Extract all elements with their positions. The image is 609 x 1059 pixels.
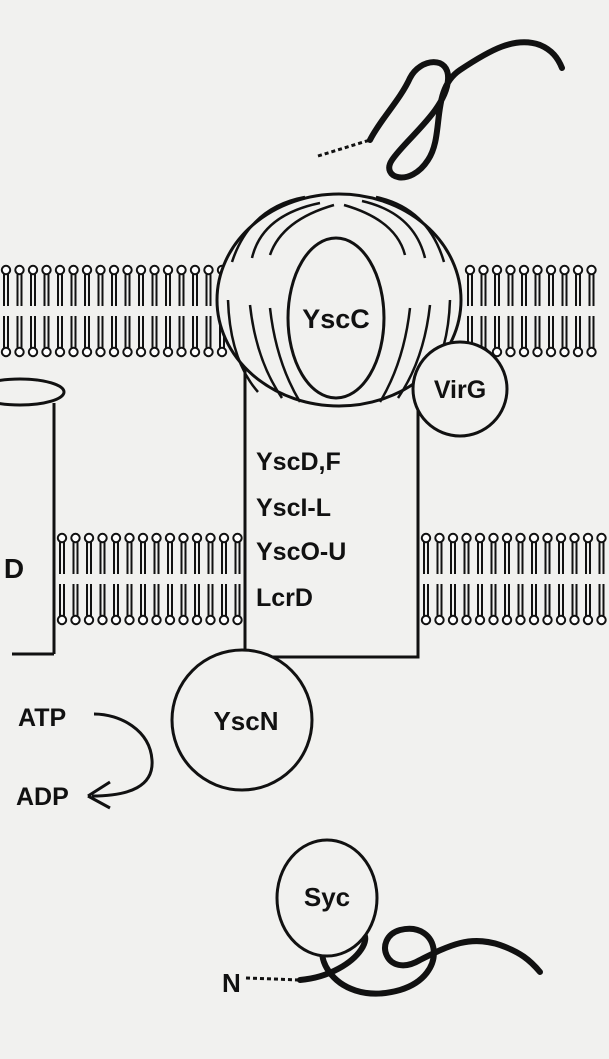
lipid-molecule xyxy=(56,532,68,626)
lipid-molecule xyxy=(569,532,580,626)
lipid-molecule xyxy=(203,264,214,358)
syc-label: Syc xyxy=(304,882,350,912)
lipid-molecule xyxy=(501,532,513,626)
lipid-molecule xyxy=(41,264,52,358)
lipid-molecule xyxy=(97,532,108,626)
lipid-molecule xyxy=(515,532,526,626)
secreted-effector xyxy=(317,39,565,181)
lipid-molecule xyxy=(205,532,216,626)
lipid-molecule xyxy=(70,532,81,626)
lipid-molecule xyxy=(461,532,472,626)
lipid-molecule xyxy=(572,264,584,358)
atp-label: ATP xyxy=(18,704,66,732)
lipid-molecule xyxy=(474,532,486,626)
lipid-molecule xyxy=(420,532,432,626)
lipid-molecule xyxy=(68,264,79,358)
lipid-molecule xyxy=(108,264,120,358)
lipid-molecule xyxy=(478,264,489,358)
n-terminal-signal xyxy=(245,976,301,982)
lipid-molecule xyxy=(518,264,530,358)
lipid-molecule xyxy=(434,532,445,626)
lipid-molecule xyxy=(189,264,201,358)
reaction-arrowhead xyxy=(87,780,111,810)
ysc-c-label: YscC xyxy=(302,304,370,334)
lipid-molecule xyxy=(178,532,189,626)
lipid-molecule xyxy=(232,532,243,626)
ysc-i-l-label: YscI-L xyxy=(256,494,331,522)
ysc-n-atpase: YscN xyxy=(170,648,314,792)
lipid-molecule xyxy=(542,532,553,626)
lipid-molecule xyxy=(191,532,203,626)
lipid-molecule xyxy=(27,264,39,358)
ysc-n-label: YscN xyxy=(213,706,278,736)
lipid-molecule xyxy=(162,264,174,358)
lipid-molecule xyxy=(528,532,540,626)
lipid-molecule xyxy=(137,532,149,626)
lipid-molecule xyxy=(488,532,499,626)
lipid-molecule xyxy=(83,532,95,626)
lipid-molecule xyxy=(54,264,66,358)
adp-label: ADP xyxy=(16,783,69,811)
n-terminus-label: N xyxy=(222,968,241,998)
secreted-effector-chain xyxy=(367,39,565,181)
ysc-c-secretin-ring: YscC xyxy=(215,192,463,408)
lipid-molecule xyxy=(555,532,567,626)
vir-g-label: VirG xyxy=(434,376,486,404)
lipid-molecule xyxy=(491,264,503,358)
lipid-molecule xyxy=(582,532,594,626)
lipid-molecule xyxy=(447,532,459,626)
lipid-molecule xyxy=(151,532,162,626)
lipid-molecule xyxy=(532,264,543,358)
vir-g-protein: VirG xyxy=(411,340,509,438)
lipid-molecule xyxy=(110,532,122,626)
lcr-d-label: LcrD xyxy=(256,584,313,612)
ysc-o-u-label: YscO-U xyxy=(256,538,346,566)
left-cylinder-component: D xyxy=(0,377,66,656)
inner-membrane-complex-box xyxy=(243,360,420,659)
ysc-d-f-label: YscD,F xyxy=(256,448,341,476)
secreted-effector-signal xyxy=(317,138,371,158)
lipid-molecule xyxy=(135,264,147,358)
inner-membrane-complex: YscD,F YscI-L YscO-U LcrD xyxy=(243,360,420,659)
lipid-molecule xyxy=(124,532,135,626)
lipid-molecule xyxy=(176,264,187,358)
lipid-molecule xyxy=(95,264,106,358)
lipid-molecule xyxy=(586,264,597,358)
lipid-molecule xyxy=(14,264,25,358)
partial-left-label: D xyxy=(4,553,24,584)
syc-chaperone-complex: Syc N xyxy=(222,838,543,998)
lipid-molecule xyxy=(559,264,570,358)
reaction-arrow xyxy=(91,712,154,798)
lipid-molecule xyxy=(122,264,133,358)
atp-hydrolysis: ATP ADP xyxy=(16,704,154,811)
lipid-molecule xyxy=(0,264,12,358)
lipid-molecule xyxy=(81,264,93,358)
lipid-molecule xyxy=(149,264,160,358)
lipid-molecule xyxy=(596,532,607,626)
lipid-molecule xyxy=(218,532,230,626)
lipid-molecule xyxy=(164,532,176,626)
lipid-molecule xyxy=(545,264,557,358)
lipid-molecule xyxy=(505,264,516,358)
